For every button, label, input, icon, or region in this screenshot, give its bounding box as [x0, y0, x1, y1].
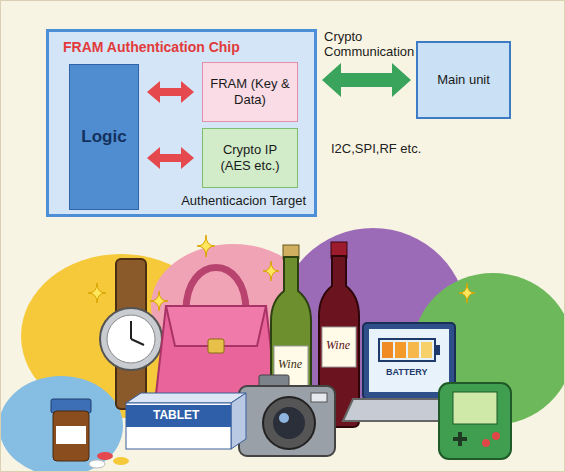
bottle-label-text: Wine: [326, 339, 350, 353]
link-label: Crypto Communication: [324, 30, 424, 60]
battery-outline: [379, 339, 435, 361]
watch-hand: [131, 339, 144, 345]
block-label: FRAM (Key & Data): [209, 63, 291, 121]
camera-body: [239, 386, 335, 456]
bus-arrow: [147, 147, 194, 169]
pill: [89, 460, 105, 468]
target-caption: Authenticacion Target: [181, 193, 306, 209]
pill-bottle: [53, 411, 89, 461]
bag-handle: [186, 268, 246, 312]
crypto-link-arrow: [322, 63, 411, 97]
laptop-screen: [369, 329, 449, 392]
battery-segment: [408, 342, 419, 358]
battery-nub: [435, 345, 440, 355]
sparkle: [263, 261, 279, 281]
bottle-label: [322, 327, 356, 367]
battery-text: BATTERY: [386, 367, 428, 377]
watch-case: [100, 308, 162, 370]
game-button: [492, 432, 500, 440]
camera-lens-glass: [273, 407, 305, 439]
package-text: TABLET: [153, 409, 199, 423]
lens-highlight: [279, 413, 289, 423]
pill-bottle-label: [56, 426, 86, 444]
block-label: Logic: [72, 65, 136, 209]
sparkle: [197, 235, 215, 257]
battery-segment: [382, 342, 393, 358]
pill: [113, 457, 129, 465]
box-band: [126, 405, 231, 427]
host-box: Main unit: [416, 41, 511, 119]
game-button: [482, 439, 490, 447]
battery-segment: [421, 342, 432, 358]
camera-flash: [311, 393, 327, 402]
bag-lock: [208, 339, 224, 353]
pill: [97, 452, 113, 460]
battery-segment: [395, 342, 406, 358]
sparkle: [459, 283, 475, 303]
sparkle: [88, 283, 106, 303]
crypto-block: Crypto IP (AES etc.): [202, 128, 298, 188]
game-dpad: [458, 432, 462, 446]
box-side: [231, 393, 246, 449]
interface-note: I2C,SPI,RF etc.: [331, 142, 421, 157]
box-top: [126, 393, 246, 403]
background-blob: [1, 376, 123, 472]
block-label: Main unit: [422, 43, 505, 117]
game-screen: [453, 392, 497, 424]
bus-arrow: [147, 81, 194, 103]
camera-lens: [263, 397, 315, 449]
watch-hand: [130, 321, 132, 339]
watch-face: [107, 315, 155, 363]
game-device: [439, 383, 511, 459]
bottle-label-text: Wine: [278, 358, 302, 372]
box-front: [126, 403, 231, 449]
chip-title: FRAM Authentication Chip: [63, 39, 240, 56]
block-label: Crypto IP (AES etc.): [215, 129, 285, 187]
memory-block: FRAM (Key & Data): [202, 62, 298, 122]
logic-block: Logic: [69, 64, 139, 210]
chip-box: FRAM Authentication ChipAuthenticacion T…: [46, 29, 317, 217]
